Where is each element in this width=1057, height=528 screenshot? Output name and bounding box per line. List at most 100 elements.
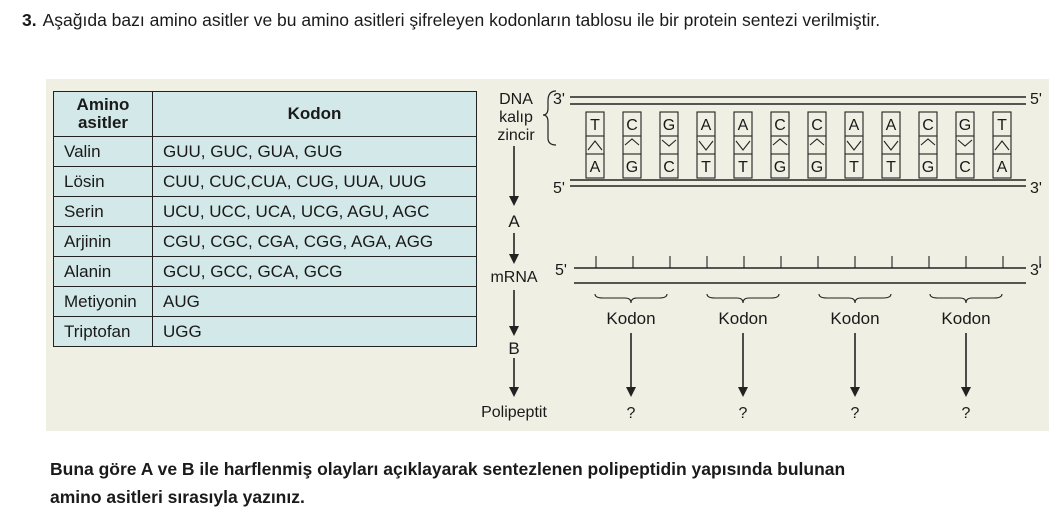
complement-base: T <box>701 159 711 176</box>
template-base: C <box>626 117 638 134</box>
base-pair-bond <box>698 140 714 151</box>
template-3prime: 3' <box>553 91 565 108</box>
template-base: C <box>922 117 934 134</box>
complement-base-box <box>955 153 975 179</box>
complement-base: A <box>997 159 1008 176</box>
template-base: C <box>774 117 786 134</box>
unknown-amino-acid: ? <box>739 405 748 422</box>
arrow-b-to-polypeptide-head <box>509 387 519 397</box>
instruction-text: Buna göre A ve B ile harflenmiş olayları… <box>50 455 1030 511</box>
template-base: G <box>959 117 971 134</box>
codon-list: CUU, CUC,CUA, CUG, UUA, UUG <box>152 166 477 197</box>
unknown-amino-acid: ? <box>962 405 971 422</box>
complement-base-box <box>622 153 642 179</box>
mrna-3prime: 3' <box>1030 262 1042 279</box>
base-pair-bond <box>772 138 788 146</box>
template-base: A <box>849 117 860 134</box>
complement-base: T <box>849 159 859 176</box>
base-pair-bond <box>809 138 825 146</box>
codon-list: UGG <box>152 316 477 347</box>
complement-base-box <box>807 153 827 179</box>
amino-acid-name: Valin <box>53 136 153 167</box>
kalip-label: kalıp <box>499 109 533 126</box>
template-base-box <box>881 111 901 137</box>
base-pair-bond <box>957 139 973 147</box>
complement-base: T <box>886 159 896 176</box>
complement-base-box <box>585 153 605 179</box>
codon-arrow-head <box>738 387 748 397</box>
template-base-box <box>918 111 938 137</box>
mrna-5prime: 5' <box>555 262 567 279</box>
complement-base: C <box>959 159 971 176</box>
template-base-box <box>585 111 605 137</box>
dna-label: DNA <box>499 91 533 108</box>
base-pair-bond <box>883 140 899 151</box>
codon-brace <box>706 293 780 304</box>
codon-label: Kodon <box>718 309 767 328</box>
complement-base: G <box>922 159 934 176</box>
question-body: Aşağıda bazı amino asitler ve bu amino a… <box>42 10 881 30</box>
mrna-label: mRNA <box>490 269 537 286</box>
template-base-box <box>770 111 790 137</box>
template-base: A <box>738 117 749 134</box>
base-pair-bond <box>661 139 677 147</box>
complement-base-box <box>733 153 753 179</box>
amino-acid-name: Lösin <box>53 166 153 197</box>
complement-base-box <box>770 153 790 179</box>
complement-base: G <box>811 159 823 176</box>
codon-brace <box>594 293 668 304</box>
template-base-box <box>622 111 642 137</box>
base-pair-bond <box>735 140 751 151</box>
template-base-box <box>992 111 1012 137</box>
template-base: A <box>886 117 897 134</box>
codon-arrow-head <box>626 387 636 397</box>
complement-base: C <box>663 159 675 176</box>
codon-label: Kodon <box>830 309 879 328</box>
base-pair-bond <box>624 138 640 146</box>
complement-base: G <box>774 159 786 176</box>
base-pair-bond <box>846 140 862 151</box>
base-pair-bond <box>994 140 1010 151</box>
amino-acid-name: Triptofan <box>53 316 153 347</box>
template-base-box <box>955 111 975 137</box>
template-base: T <box>997 117 1007 134</box>
template-base-box <box>844 111 864 137</box>
codon-arrow-head <box>850 387 860 397</box>
arrow-dna-to-a-head <box>509 196 519 206</box>
question-number: 3. <box>22 10 37 30</box>
codon-list: GUU, GUC, GUA, GUG <box>152 136 477 167</box>
dna-brace <box>542 90 557 146</box>
complement-base-box <box>659 153 679 179</box>
codon-list: UCU, UCC, UCA, UCG, AGU, AGC <box>152 196 477 227</box>
zincir-label: zincir <box>497 127 535 144</box>
template-5prime: 5' <box>1030 91 1042 108</box>
complement-base-box <box>844 153 864 179</box>
complement-3prime: 3' <box>1030 180 1042 197</box>
complement-base: T <box>738 159 748 176</box>
base-pair-bond <box>587 140 603 151</box>
codon-label: Kodon <box>606 309 655 328</box>
template-base-box <box>696 111 716 137</box>
template-base-box <box>733 111 753 137</box>
header-codon: Kodon <box>152 91 477 137</box>
step-a-label: A <box>508 212 520 231</box>
polypeptide-label: Polipeptit <box>481 404 547 421</box>
template-base: T <box>590 117 600 134</box>
template-base: A <box>701 117 712 134</box>
template-base: G <box>663 117 675 134</box>
complement-base-box <box>918 153 938 179</box>
codon-label: Kodon <box>941 309 990 328</box>
base-pair-bond <box>920 138 936 146</box>
arrow-a-to-mrna-head <box>509 254 519 264</box>
unknown-amino-acid: ? <box>851 405 860 422</box>
complement-base: G <box>626 159 638 176</box>
template-base: C <box>811 117 823 134</box>
